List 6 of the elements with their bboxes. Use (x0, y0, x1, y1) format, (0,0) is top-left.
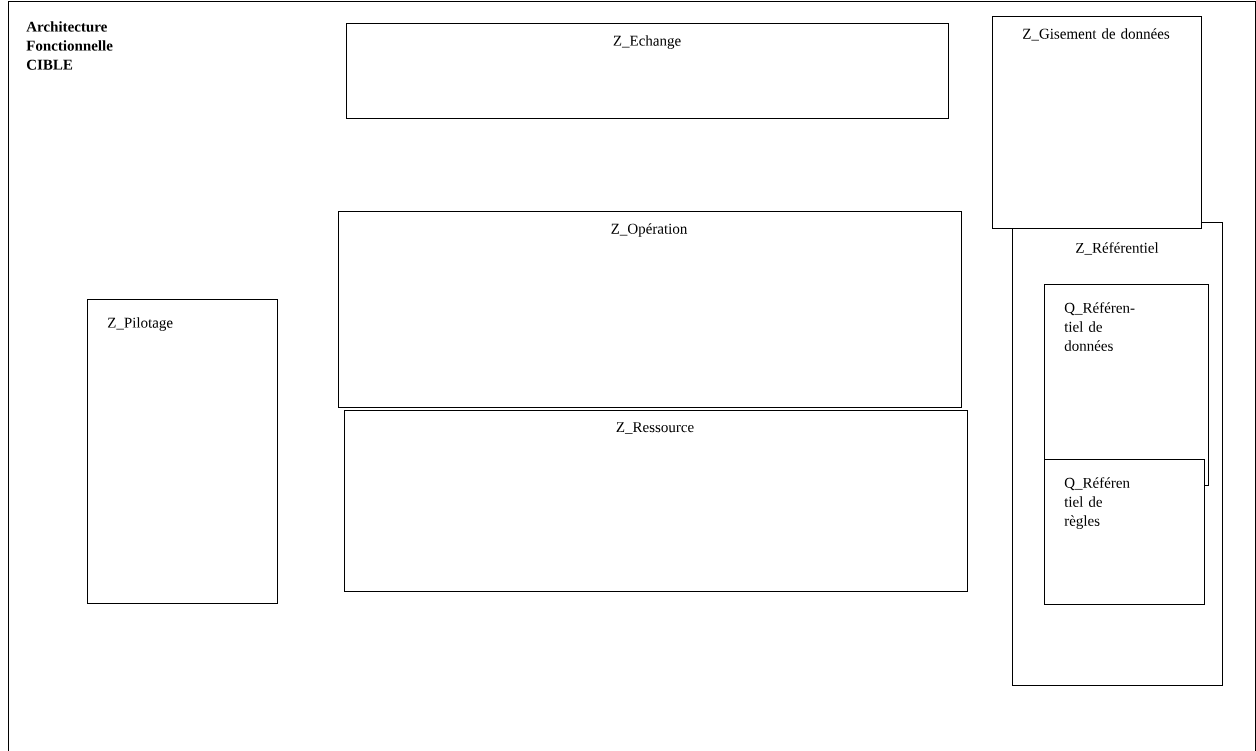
zone-box: Z_Gisement de données (992, 16, 1202, 229)
sub-zone-box: Q_Référen tiel de règles (1044, 459, 1205, 605)
zone-box: Z_Opération (338, 211, 962, 408)
zone-box: Z_Echange (346, 23, 949, 119)
zone-box: Z_Pilotage (87, 299, 278, 604)
zone-box: Z_Ressource (344, 410, 968, 592)
